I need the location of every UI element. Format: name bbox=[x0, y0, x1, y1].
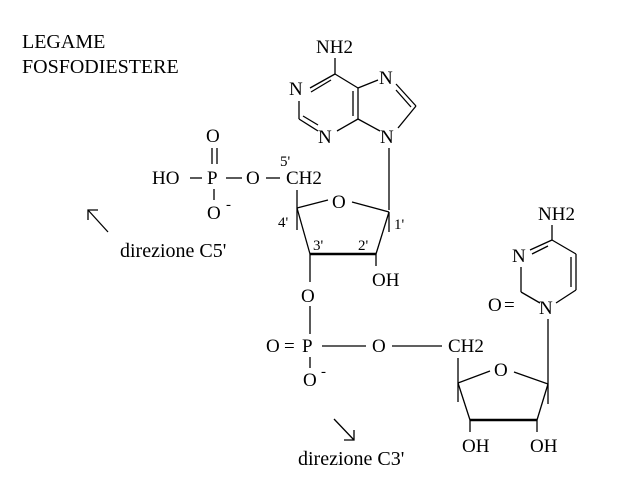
cytosine-o2: O bbox=[488, 295, 502, 316]
bond bbox=[395, 83, 417, 107]
label-2prime: 2' bbox=[358, 238, 369, 254]
ribose-top: 5' CH2 O 4' 1' 3' 2' OH O bbox=[278, 154, 405, 334]
bond bbox=[457, 370, 491, 384]
bond bbox=[296, 199, 329, 209]
phosphate-top-ho: HO bbox=[152, 168, 179, 189]
cytosine-n1: N bbox=[539, 298, 553, 319]
phosphate-bottom: O = P O O - bbox=[266, 336, 442, 391]
adenine-nh2: NH2 bbox=[316, 37, 353, 58]
ribose-bottom-oh2: OH bbox=[530, 436, 558, 457]
bond bbox=[351, 201, 390, 213]
bond bbox=[551, 239, 577, 255]
ribose-top-oh: OH bbox=[372, 270, 400, 291]
ribose-bottom-ring-o: O bbox=[494, 360, 508, 381]
phosphate-bottom-equals: = bbox=[284, 336, 295, 357]
adenine-base: NH2 N N N N bbox=[289, 37, 417, 210]
label-5prime: 5' bbox=[280, 154, 291, 170]
bond bbox=[457, 382, 471, 421]
bond bbox=[309, 73, 336, 89]
phosphate-bottom-minus: - bbox=[321, 364, 326, 380]
label-4prime: 4' bbox=[278, 215, 289, 231]
phosphate-top-o-minus: O bbox=[207, 203, 221, 224]
ribose-bottom-oh3: OH bbox=[462, 436, 490, 457]
bond bbox=[336, 118, 359, 132]
phosphate-bottom-o-double: O bbox=[266, 336, 280, 357]
title-line2: FOSFODIESTERE bbox=[22, 56, 179, 78]
phosphate-bottom-p: P bbox=[302, 336, 313, 357]
bond bbox=[296, 207, 311, 255]
label-1prime: 1' bbox=[394, 217, 405, 233]
adenine-n7: N bbox=[379, 68, 393, 89]
ribose-top-o3: O bbox=[301, 286, 315, 307]
direction-c3: direzione C3' bbox=[298, 418, 404, 470]
arrow-down-right-icon bbox=[344, 430, 355, 441]
phosphate-top-minus: - bbox=[226, 197, 231, 213]
bond bbox=[529, 239, 553, 251]
ribose-bottom-ch2: CH2 bbox=[448, 336, 484, 357]
cytosine-nh2: NH2 bbox=[538, 204, 575, 225]
title-line1: LEGAME bbox=[22, 31, 105, 53]
bond bbox=[357, 118, 381, 132]
adenine-n9: N bbox=[380, 127, 394, 148]
phosphate-top-o-ester: O bbox=[246, 168, 260, 189]
bond bbox=[334, 73, 359, 89]
phosphate-top-o-double: O bbox=[206, 126, 220, 147]
arrow-up-left-icon bbox=[87, 209, 98, 220]
bond bbox=[531, 245, 549, 255]
bond bbox=[298, 118, 319, 132]
bond bbox=[302, 115, 319, 126]
ribose-top-ch2: CH2 bbox=[286, 168, 322, 189]
phosphate-top-p: P bbox=[207, 168, 218, 189]
arrow-up-left-icon bbox=[87, 209, 109, 233]
ribose-bottom: CH2 O OH OH bbox=[448, 336, 558, 457]
adenine-n1: N bbox=[289, 79, 303, 100]
phosphate-bottom-o-ester: O bbox=[372, 336, 386, 357]
direction-c5-label: direzione C5' bbox=[120, 240, 226, 262]
bond bbox=[395, 89, 412, 108]
bond bbox=[397, 105, 417, 129]
bond bbox=[513, 371, 549, 385]
phosphate-top: O HO P O O - bbox=[152, 126, 280, 224]
bond bbox=[555, 289, 577, 304]
adenine-n3: N bbox=[318, 127, 332, 148]
cytosine-n3: N bbox=[512, 246, 526, 267]
direction-c3-label: direzione C3' bbox=[298, 448, 404, 470]
bond bbox=[520, 291, 541, 304]
ribose-top-ring-o: O bbox=[332, 192, 346, 213]
bond bbox=[536, 383, 549, 421]
phosphate-bottom-o-minus: O bbox=[303, 370, 317, 391]
bond bbox=[357, 79, 379, 89]
bond bbox=[375, 211, 390, 255]
arrow-down-right-icon bbox=[333, 418, 355, 441]
cytosine-eq: = bbox=[504, 295, 515, 316]
direction-c5: direzione C5' bbox=[87, 209, 226, 262]
label-3prime: 3' bbox=[313, 238, 324, 254]
bond bbox=[310, 79, 332, 93]
cytosine-base: NH2 N N O = bbox=[488, 204, 577, 384]
